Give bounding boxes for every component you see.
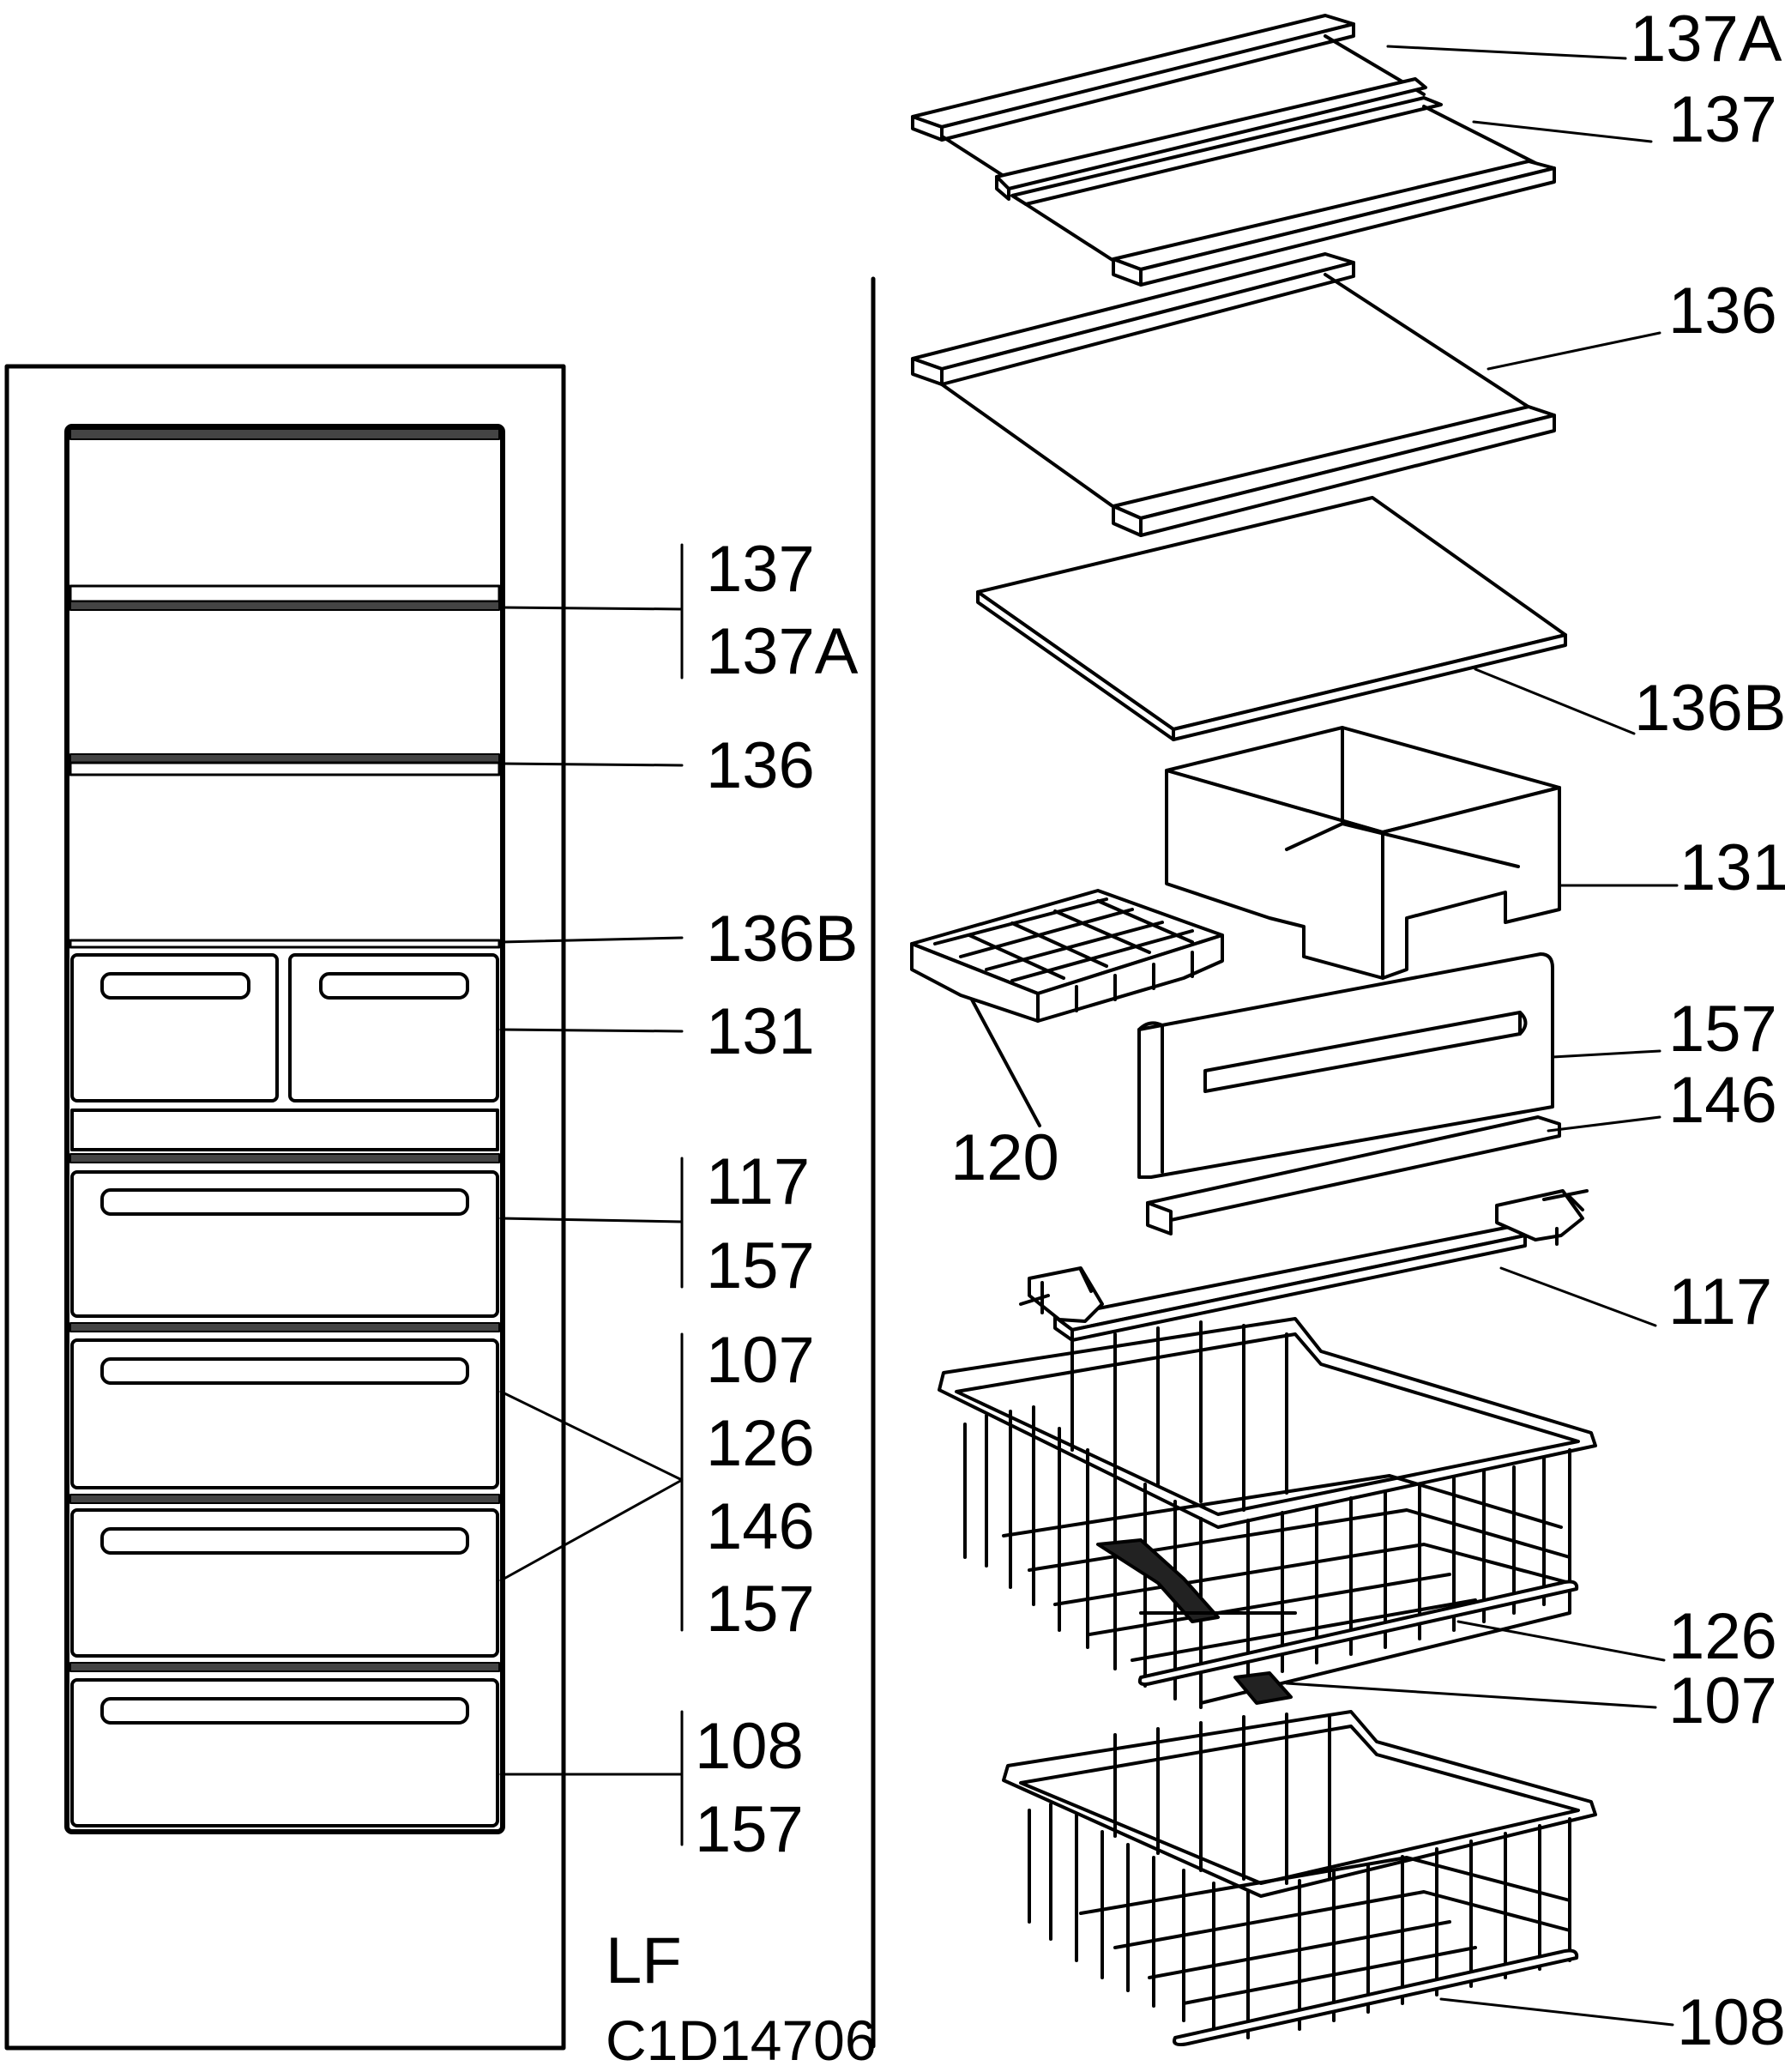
- left-label-131: 131: [706, 995, 815, 1068]
- flap-panel: [70, 1108, 499, 1151]
- part-box-131: [1165, 726, 1561, 980]
- left-label-108: 108: [695, 1710, 804, 1783]
- part-shelf-136: [911, 252, 1556, 537]
- cabinet-interior: [64, 424, 505, 1834]
- part-ice-tray-120: [910, 889, 1224, 1127]
- shelf-136b: [69, 939, 501, 949]
- left-label-137a: 137A: [706, 615, 859, 688]
- left-label-157-c: 157: [695, 1793, 804, 1866]
- part-glass-shelf-136b: [976, 496, 1567, 741]
- left-label-157-a: 157: [706, 1229, 815, 1302]
- part-basket-126: [938, 1317, 1597, 1709]
- right-label-137: 137: [1668, 83, 1777, 156]
- part-rail-117: [1019, 1189, 1589, 1342]
- part-basket-108: [1002, 1710, 1597, 2047]
- left-label-146: 146: [706, 1490, 815, 1563]
- left-label-136: 136: [706, 729, 815, 802]
- cabinet-front-view: [4, 276, 876, 2051]
- shelf-band-top: [69, 428, 500, 440]
- right-label-136: 136: [1668, 275, 1777, 347]
- cabinet-outline: [4, 364, 566, 2051]
- right-label-131: 131: [1679, 831, 1785, 904]
- left-label-117: 117: [706, 1145, 811, 1218]
- left-label-136b: 136B: [706, 903, 859, 976]
- left-label-126: 126: [706, 1407, 815, 1480]
- part-drawer-front-157: [1137, 952, 1554, 1179]
- left-label-107: 107: [706, 1324, 815, 1397]
- right-label-120: 120: [950, 1121, 1059, 1194]
- drawer-107-126-146-157-lower: [69, 1494, 500, 1658]
- shelf-137: [69, 584, 501, 611]
- right-label-136b: 136B: [1634, 672, 1785, 745]
- drawer-117-157: [69, 1153, 500, 1318]
- shelf-136: [69, 753, 501, 776]
- right-label-126: 126: [1668, 1600, 1777, 1673]
- drawer-131-right: [288, 953, 499, 1102]
- part-shelf-137-137a: [911, 14, 1556, 287]
- drawer-131-left: [70, 953, 279, 1102]
- left-label-157-b: 157: [706, 1573, 815, 1646]
- diagram-code: LF: [606, 1924, 682, 1997]
- right-label-137a: 137A: [1630, 3, 1782, 76]
- drawing-number: C1D14706: [606, 2009, 877, 2072]
- right-label-117: 117: [1668, 1266, 1773, 1338]
- right-label-157: 157: [1668, 993, 1777, 1066]
- right-label-146: 146: [1668, 1064, 1777, 1137]
- right-label-108: 108: [1677, 1986, 1785, 2059]
- right-leader-lines: [1285, 45, 1679, 2027]
- part-strip-146: [1146, 1115, 1561, 1235]
- left-leader-lines: [499, 543, 684, 1846]
- drawer-107-126-146-157-upper: [69, 1322, 500, 1489]
- left-label-137: 137: [706, 533, 815, 606]
- drawer-108-157: [69, 1662, 500, 1827]
- right-label-107: 107: [1668, 1664, 1777, 1737]
